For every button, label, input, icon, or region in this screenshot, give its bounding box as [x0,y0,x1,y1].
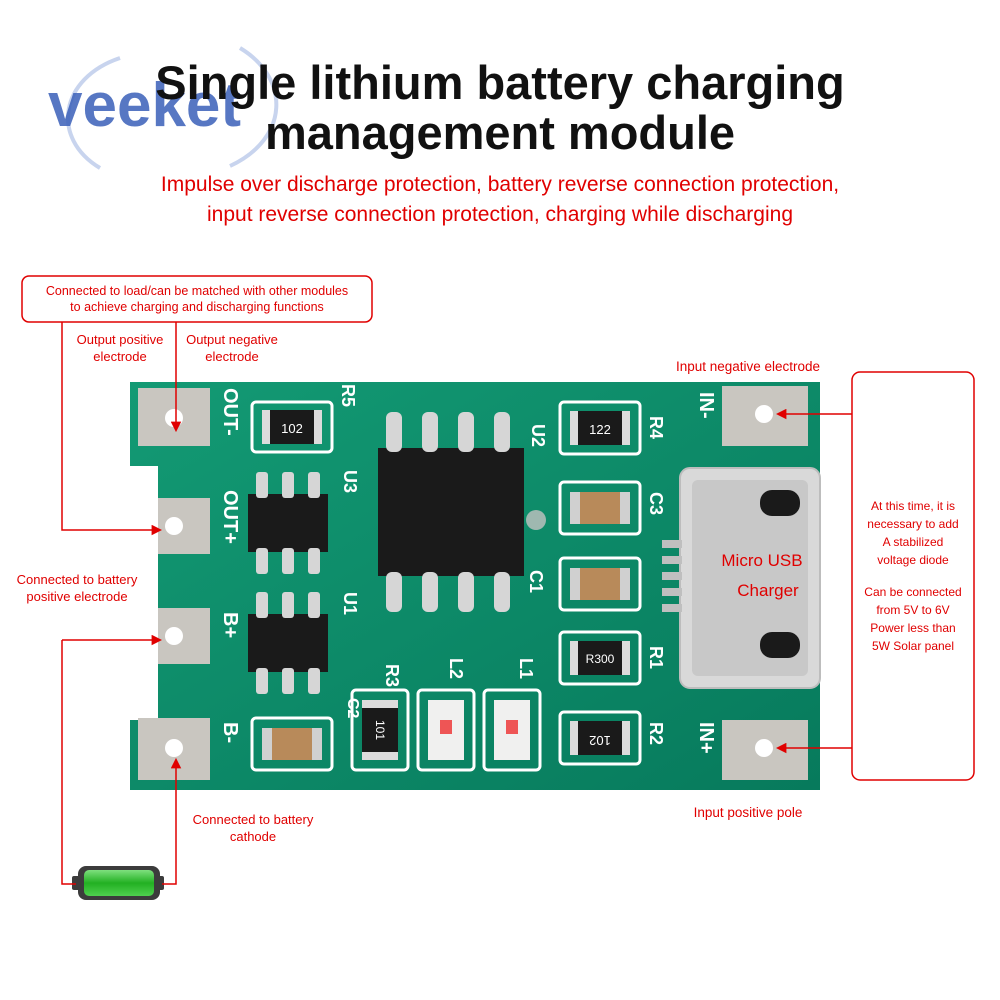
callout-line: from 5V to 6V [876,603,950,617]
pcb-board [130,382,820,790]
silk-outlines [250,400,642,772]
pad-hole [165,517,183,535]
silk-c1: C1 [526,570,546,593]
callout-line: voltage diode [877,553,949,567]
silk-out-plus: OUT+ [219,490,241,544]
capacitors [262,492,630,760]
pad-hole [165,409,183,427]
ic-chips [248,412,546,694]
callout-line: electrode [93,349,147,364]
input-callout-box [851,371,975,781]
subtitle-line: Impulse over discharge protection, batte… [160,173,840,196]
callout-line: Power less than [870,621,956,635]
callout-line: Output positive [76,332,164,347]
resistor-code: R300 [586,652,615,666]
callout-line: positive electrode [26,589,128,604]
pad-hole [165,739,183,757]
resistor-code: 102 [281,421,303,436]
callout-line: Output negative [186,332,278,347]
silk-u3: U3 [340,470,360,493]
silk-r3: R3 [382,664,402,687]
callout-line: Connected to battery [16,572,138,587]
callout-line: electrode [205,349,259,364]
callout-line: 5W Solar panel [871,639,955,653]
silk-in-plus: IN+ [695,722,717,754]
silk-in-minus: IN- [695,392,717,419]
page-title: Single lithium battery charging manageme… [0,58,1000,158]
output-negative-label: Output negative electrode [172,331,292,365]
side-note-diode: At this time, it is necessary to add A s… [854,497,972,569]
resistor-code: 102 [589,733,611,748]
silk-u1: U1 [340,592,360,615]
silk-r1: R1 [646,646,666,669]
silk-r2: R2 [646,722,666,745]
load-callout-box [21,275,373,323]
silk-u2: U2 [528,424,548,447]
callout-line: At this time, it is [870,499,956,513]
subtitle-line: input reverse connection protection, cha… [206,203,793,226]
logo-swoosh [65,56,121,170]
callout-line: A stabilized [882,535,944,549]
battery-cathode-label: Connected to battery cathode [180,811,326,845]
input-negative-label: Input negative electrode [675,359,821,374]
silk-r4: R4 [646,416,666,439]
resistor-code: 122 [589,422,611,437]
callout-line: to achieve charging and discharging func… [70,300,324,314]
silk-out-minus: OUT- [219,388,241,436]
resistor-code: 101 [373,720,387,740]
output-positive-label: Output positive electrode [60,331,180,365]
logo-text: veeket [48,71,241,140]
callout-lines [61,322,852,885]
pad-hole [165,627,183,645]
callout-line: necessary to add [867,517,959,531]
battery-icon [72,866,164,900]
callout-line: Connected to battery [192,812,314,827]
veeket-logo: veeket [48,46,279,170]
silk-b-plus: B+ [219,612,241,638]
battery-positive-label: Connected to battery positive electrode [4,571,150,605]
leds [428,700,530,760]
micro-usb-connector [662,467,821,689]
silk-l1: L1 [516,658,536,679]
pad-hole [755,405,773,423]
silk-c3: C3 [646,492,666,515]
resistors: 102 122 R300 102 101 [262,410,630,760]
silk-l2: L2 [446,658,466,679]
solder-pads [138,386,808,780]
callout-line: cathode [229,829,277,844]
load-callout-text: Connected to load/can be matched with ot… [24,283,370,315]
page-subtitle: Impulse over discharge protection, batte… [0,170,1000,230]
silk-b-minus: B- [219,722,241,743]
title-line: Single lithium battery charging [155,56,845,109]
callout-line: Connected to load/can be matched with ot… [45,284,349,298]
pad-hole [755,739,773,757]
logo-swoosh [229,46,279,168]
input-positive-label: Input positive pole [693,805,803,820]
usb-label-line: Charger [737,581,799,600]
title-line: management module [264,106,736,159]
side-note-solar: Can be connected from 5V to 6V Power les… [854,583,972,655]
usb-label-line: Micro USB [721,551,802,570]
callout-line: Can be connected [864,585,962,599]
silk-r5: R5 [338,384,358,407]
